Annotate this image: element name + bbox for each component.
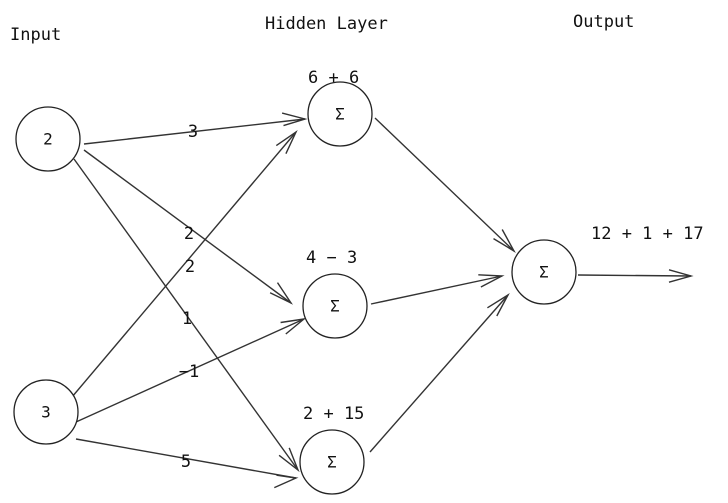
hidden-node-middle: Σ (302, 273, 368, 339)
input-node-bottom-value: 3 (41, 403, 51, 422)
hidden-node-top-symbol: Σ (335, 105, 345, 124)
hidden-layer-heading: Hidden Layer (265, 14, 388, 34)
input-layer-heading: Input (10, 25, 61, 45)
hidden-node-bottom-symbol: Σ (327, 453, 337, 472)
weight-label: 3 (188, 122, 198, 142)
weight-label: 5 (181, 452, 191, 472)
edge-input-top-to-hidden-top (83, 112, 308, 145)
input-node-bottom: 3 (13, 379, 79, 445)
output-node-symbol: Σ (539, 263, 549, 282)
weight-label: 2 (185, 257, 195, 277)
weight-label: 1 (182, 309, 192, 329)
hidden-middle-sum: 4 − 3 (306, 248, 357, 268)
hidden-node-bottom: Σ (299, 429, 365, 495)
edge-hidden-bottom-to-output (369, 293, 510, 453)
edge-input-bottom-to-hidden-middle (75, 317, 307, 423)
output-layer-heading: Output (573, 12, 634, 32)
edge-input-bottom-to-hidden-bottom (75, 438, 299, 489)
hidden-node-top: Σ (307, 81, 373, 147)
edge-input-top-to-hidden-middle (83, 149, 294, 305)
weight-label: −1 (179, 362, 199, 382)
edge-input-top-to-hidden-bottom (73, 158, 300, 473)
input-node-top: 2 (15, 106, 81, 172)
output-node: Σ (511, 239, 577, 305)
input-node-top-value: 2 (43, 130, 53, 149)
output-sum: 12 + 1 + 17 (591, 224, 704, 244)
hidden-bottom-sum: 2 + 15 (303, 404, 364, 424)
edge-input-bottom-to-hidden-top (71, 129, 298, 398)
edge-hidden-middle-to-output (370, 274, 505, 305)
weight-label: 2 (184, 224, 194, 244)
hidden-node-middle-symbol: Σ (330, 297, 340, 316)
output-arrow (577, 269, 694, 283)
hidden-top-sum: 6 + 6 (308, 68, 359, 88)
edge-hidden-top-to-output (374, 117, 516, 253)
